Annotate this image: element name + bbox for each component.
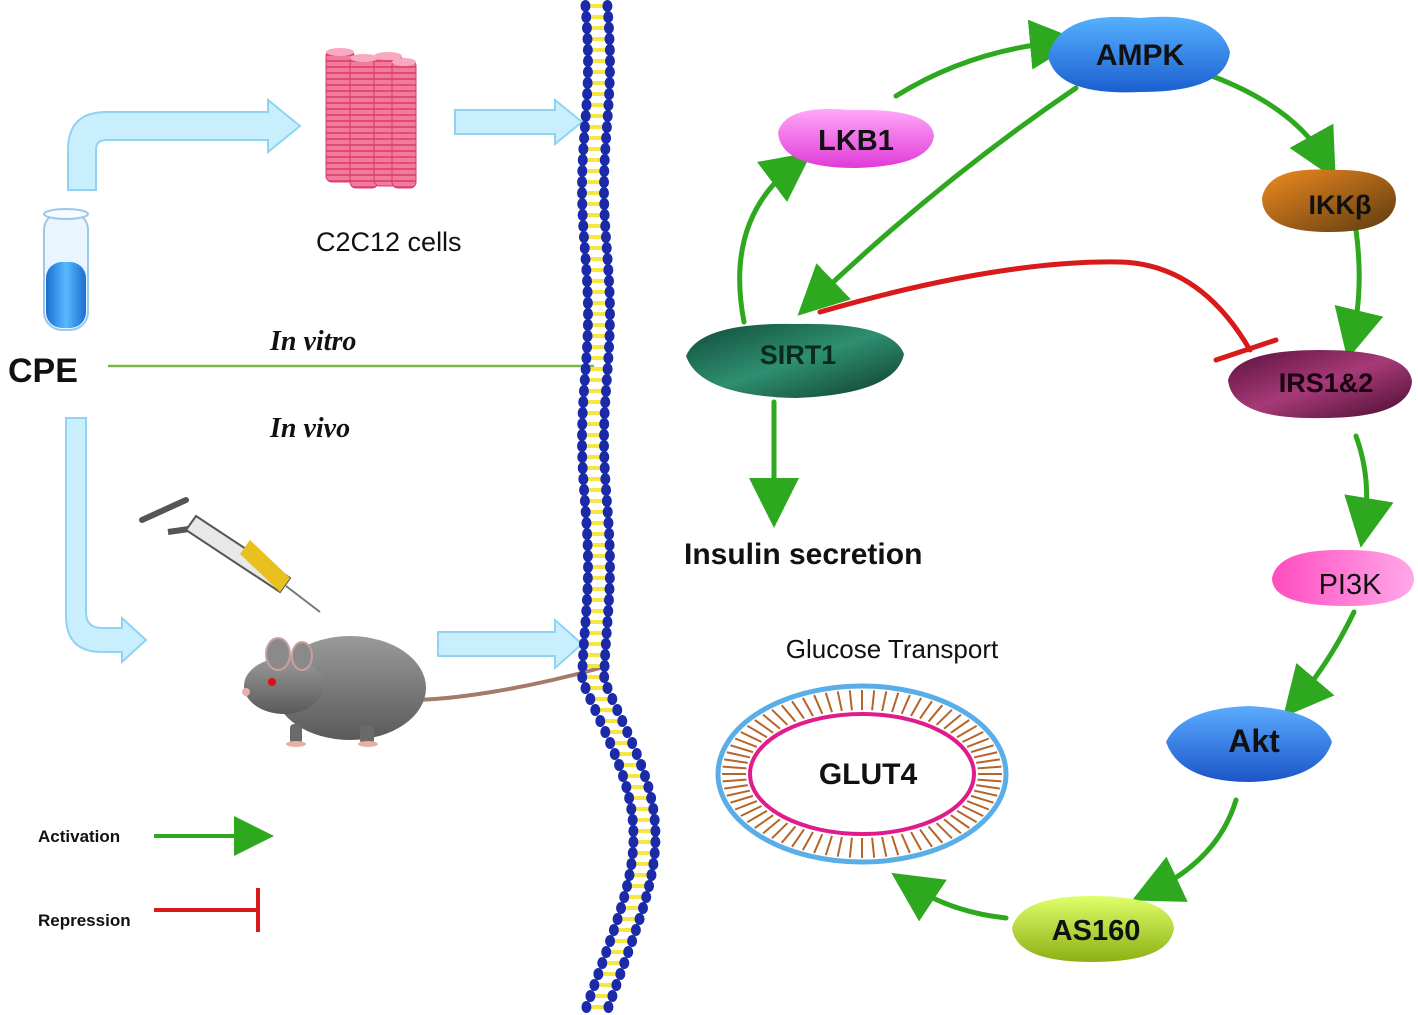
arrow-cpe-to-mouse xyxy=(65,417,148,665)
node-irs: IRS1&2 xyxy=(1228,350,1412,419)
legend-activation-label: Activation xyxy=(38,827,120,846)
syringe-icon xyxy=(139,497,321,613)
c2c12-cells-label: C2C12 cells xyxy=(316,227,462,257)
in-vitro-label: In vitro xyxy=(269,326,356,357)
legend: Activation Repression xyxy=(38,816,274,932)
lkb1-label: LKB1 xyxy=(818,125,894,157)
node-sirt1: SIRT1 xyxy=(686,323,904,398)
mouse-icon xyxy=(242,636,601,747)
arrow-lkb1-ampk xyxy=(893,19,1080,99)
cell-membrane xyxy=(577,0,661,1013)
c2c12-cells-icon xyxy=(325,48,417,189)
pi3k-label: PI3K xyxy=(1319,569,1383,601)
arrow-ikkb-irs xyxy=(1334,227,1384,360)
arrow-sirt1-lkb1 xyxy=(737,151,812,325)
legend-repression-label: Repression xyxy=(38,911,131,930)
node-ikkb: IKKβ xyxy=(1262,169,1396,232)
irs-label: IRS1&2 xyxy=(1279,368,1374,398)
arrow-ampk-sirt1 xyxy=(797,85,1079,316)
glut4-vesicle: GLUT4 xyxy=(715,683,1009,865)
in-vivo-label: In vivo xyxy=(269,413,350,444)
node-as160: AS160 xyxy=(1012,896,1174,962)
node-pi3k: PI3K xyxy=(1272,549,1414,606)
node-lkb1: LKB1 xyxy=(778,108,934,168)
repression-bar-irs xyxy=(1213,337,1279,363)
as160-label: AS160 xyxy=(1052,915,1141,947)
insulin-secretion-label: Insulin secretion xyxy=(684,538,922,571)
arrow-ampk-ikkb xyxy=(1209,73,1336,180)
repression-sirt1-irs xyxy=(817,259,1253,353)
glucose-transport-label: Glucose Transport xyxy=(786,634,999,664)
arrow-as160-glut4 xyxy=(891,872,1009,922)
node-akt: Akt xyxy=(1166,706,1332,782)
sirt1-label: SIRT1 xyxy=(760,340,837,370)
cpe-label: CPE xyxy=(8,352,78,390)
arrow-cpe-to-cells xyxy=(67,97,302,191)
glut4-label: GLUT4 xyxy=(819,758,918,791)
node-ampk: AMPK xyxy=(1048,16,1230,93)
test-tube-icon xyxy=(43,208,89,331)
arrow-irs-pi3k xyxy=(1344,433,1394,548)
pathway-arrows xyxy=(737,19,1394,922)
arrow-pi3k-akt xyxy=(1283,609,1357,718)
ikkb-label: IKKβ xyxy=(1309,190,1372,220)
arrow-cells-to-membrane xyxy=(454,97,584,147)
ampk-label: AMPK xyxy=(1096,39,1185,72)
arrow-mouse-to-membrane xyxy=(437,617,584,671)
akt-label: Akt xyxy=(1228,723,1280,759)
arrow-akt-as160 xyxy=(1131,797,1239,902)
